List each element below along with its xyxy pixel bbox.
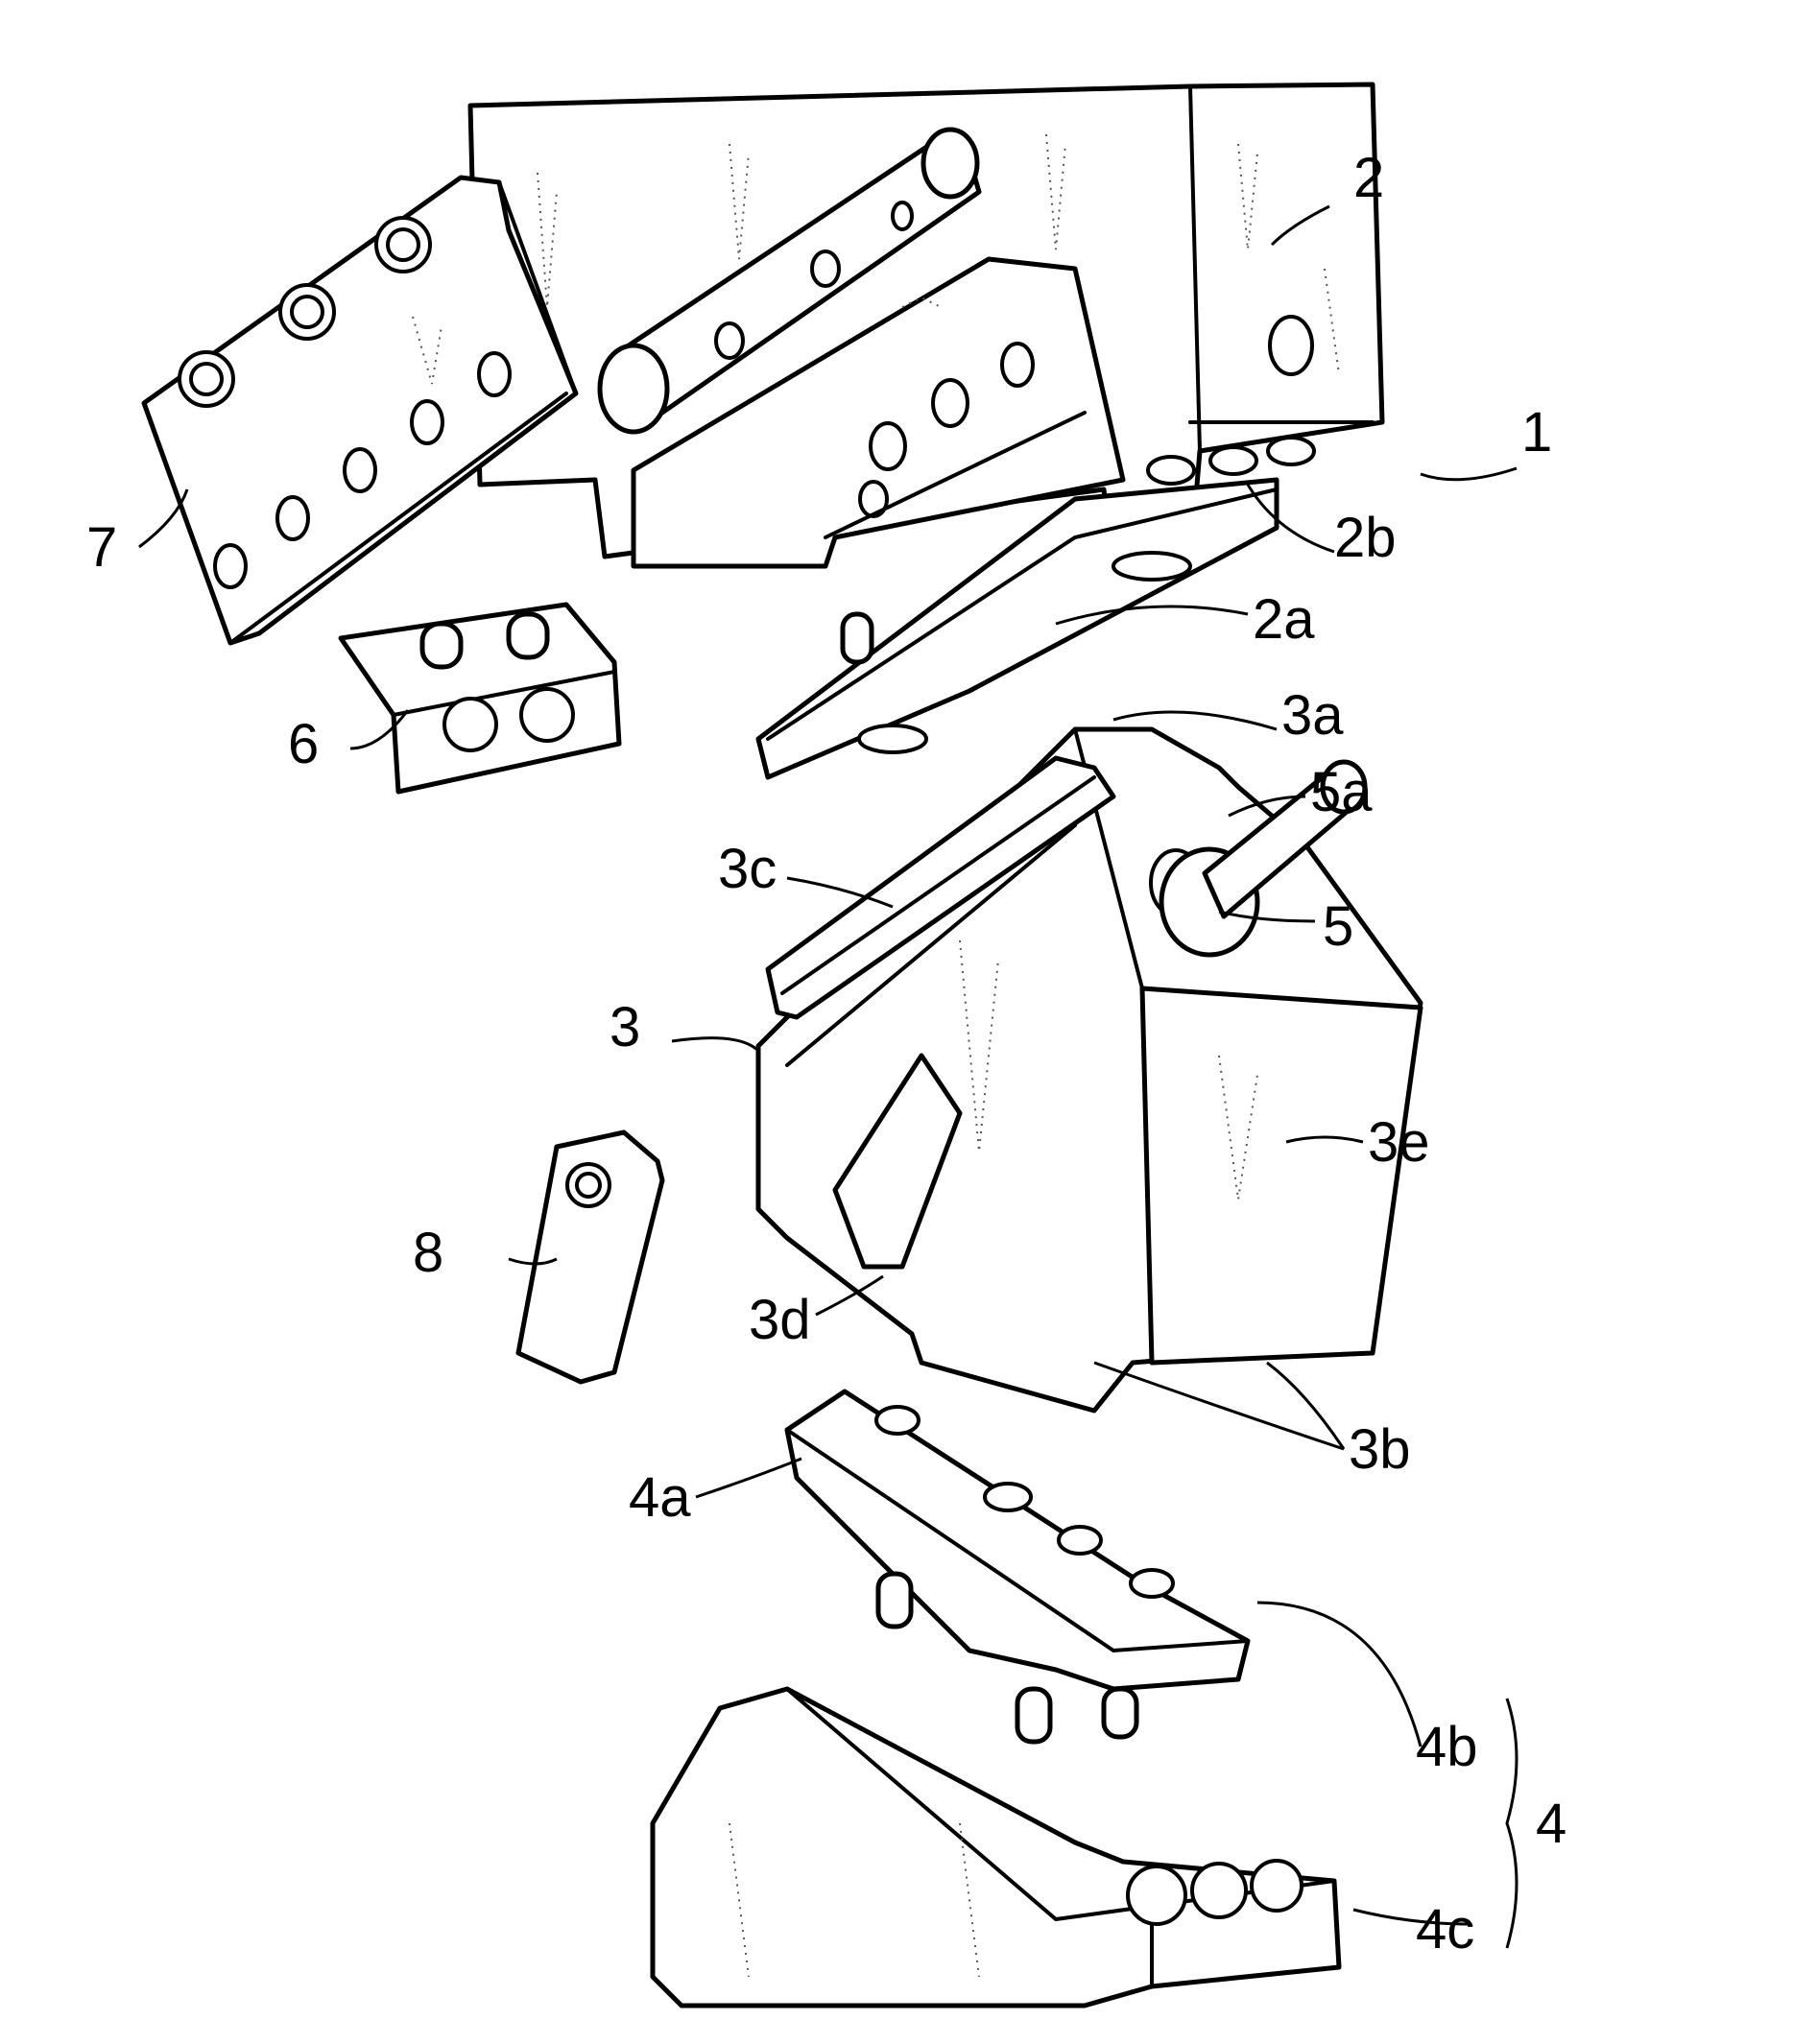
- label-3: 3: [610, 996, 640, 1058]
- label-8: 8: [413, 1222, 443, 1284]
- label-5: 5: [1323, 895, 1353, 958]
- part-4c-lower-base: [653, 1689, 1339, 2006]
- label-3a: 3a: [1281, 684, 1344, 747]
- label-4a: 4a: [629, 1466, 691, 1529]
- label-2a: 2a: [1253, 588, 1315, 651]
- label-2: 2: [1353, 147, 1384, 209]
- part-7-pressing-plate: [144, 178, 576, 643]
- label-1: 1: [1521, 401, 1552, 463]
- label-4c: 4c: [1416, 1898, 1474, 1961]
- label-3b: 3b: [1349, 1418, 1411, 1481]
- part-8-small-plate: [518, 1132, 662, 1382]
- part-6-small-block: [341, 605, 619, 792]
- label-5a: 5a: [1310, 761, 1373, 823]
- label-3d: 3d: [749, 1289, 811, 1351]
- label-2b: 2b: [1334, 507, 1397, 569]
- label-4b: 4b: [1416, 1716, 1478, 1778]
- label-3e: 3e: [1368, 1111, 1430, 1174]
- part-4a-wedge-guide: [787, 1391, 1248, 1742]
- label-6: 6: [288, 713, 319, 775]
- label-3c: 3c: [718, 838, 777, 900]
- label-7: 7: [86, 516, 117, 579]
- label-4: 4: [1536, 1793, 1566, 1855]
